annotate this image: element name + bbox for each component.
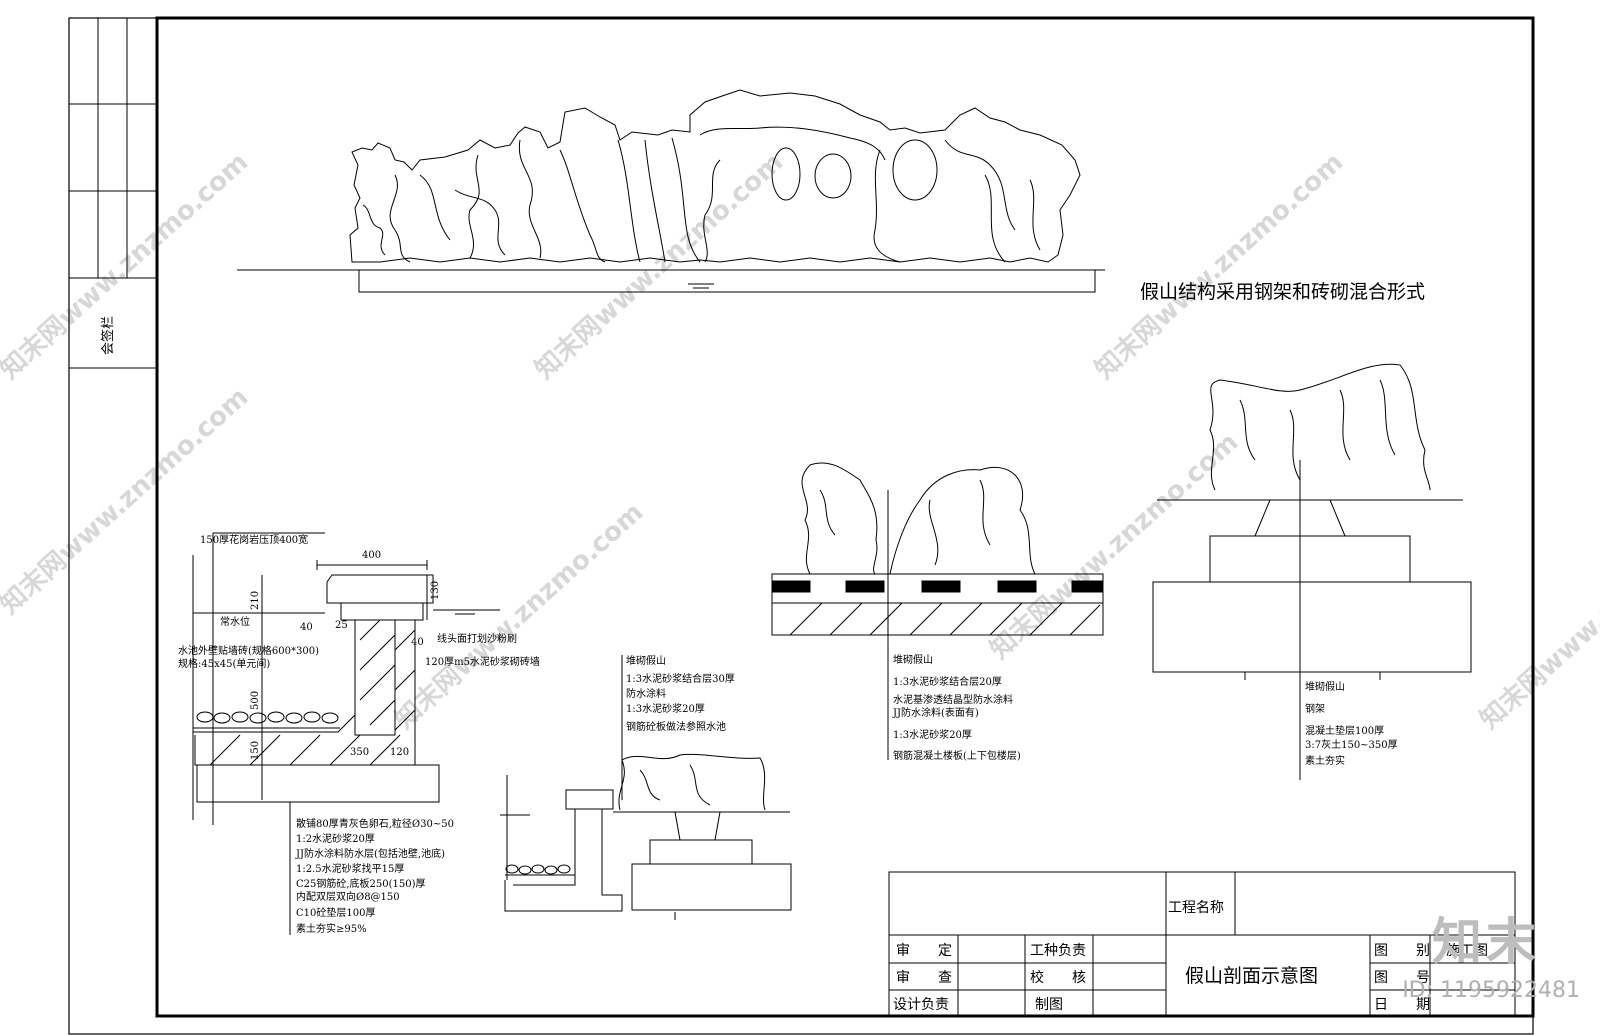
pool-section-texts: 150厚花岗岩压顶400宽 400 210 130 40 25 40 500 1… (178, 533, 540, 935)
layer-label: C25钢筋砼,底板250(150)厚 (296, 877, 426, 890)
row-mid: 校 核 (1030, 969, 1086, 986)
inner-frame (155, 16, 1535, 1018)
row-mid: 制图 (1035, 997, 1063, 1013)
layer-label: JJ防水涂料防水层(包括池壁,池底) (295, 847, 445, 860)
dim: 150 (250, 741, 261, 760)
side-label-1: 水池外壁贴墙砖(规格600*300) (178, 644, 319, 657)
right-label: 图 号 (1374, 970, 1430, 986)
pool-edge-section (192, 532, 500, 935)
water-level-label: 常水位 (220, 615, 250, 628)
layer-label: 散铺80厚青灰色卵石,粒径Ø30~50 (296, 817, 454, 830)
layer-label: 1:3水泥砂浆20厚 (893, 728, 972, 741)
dim: 120 (390, 747, 409, 758)
rockery-elevation (237, 89, 1105, 293)
layer-label: 1:2水泥砂浆20厚 (296, 832, 375, 845)
layer-label: JJ防水涂料(表面有) (892, 706, 979, 719)
dim: 210 (250, 591, 261, 610)
layer-label: 素土夯实 (1305, 754, 1345, 767)
row-mid: 工种负责 (1030, 943, 1086, 959)
brand-logo: 知末 (1432, 913, 1540, 971)
layer-label: 钢架 (1305, 702, 1325, 715)
image-id-label: ID: 1195922481 (1402, 978, 1580, 1003)
dim: 40 (411, 637, 424, 648)
wall-label: 120厚m5水泥砂浆砌砖墙 (425, 655, 540, 668)
layer-label: 水泥基渗透结晶型防水涂料 (893, 693, 1013, 706)
dim: 130 (430, 581, 441, 600)
layer-label: 混凝土垫层100厚 (1305, 724, 1384, 737)
dim: 25 (335, 620, 348, 631)
edge-label: 线头面打划沙粉刷 (437, 632, 517, 645)
pool-rockery-section (500, 655, 792, 920)
layer-label: 1:3水泥砂浆结合层30厚 (626, 672, 735, 685)
right-label: 图 别 (1374, 943, 1430, 959)
watermark-text: 知末网www.znzmo.com (530, 147, 790, 385)
watermark-text: 知末网www.znzmo.com (985, 427, 1245, 665)
sidebar-label: 会签栏 (100, 316, 116, 355)
signoff-column (69, 18, 157, 369)
watermark-text: 知末网www.znzmo.com (390, 497, 650, 735)
slab-rockery-section (771, 462, 1104, 760)
layer-label: 钢筋混凝土楼板(上下包楼层) (893, 749, 1021, 762)
side-label-2: 规格:45x45(单元间) (178, 657, 270, 670)
layer-label: C10砼垫层100厚 (296, 906, 375, 919)
slab-section-texts: 堆砌假山 1:3水泥砂浆结合层20厚 水泥基渗透结晶型防水涂料 JJ防水涂料(表… (892, 653, 1021, 762)
layer-label: 3:7灰土150~350厚 (1305, 738, 1398, 751)
drawing-type-value: 施工图 (1446, 943, 1488, 959)
layer-label: 1:2.5水泥砂浆找平15厚 (296, 862, 404, 875)
structure-note: 假山结构采用钢架和砖砌混合形式 (1140, 281, 1425, 303)
layer-label: 堆砌假山 (626, 654, 666, 667)
layer-label: 1:3水泥砂浆20厚 (626, 702, 705, 715)
title-block (888, 871, 1516, 1017)
right-label: 日 期 (1374, 997, 1430, 1013)
dim-width: 400 (362, 550, 381, 561)
footing-section-texts: 堆砌假山 钢架 混凝土垫层100厚 3:7灰土150~350厚 素土夯实 (1305, 680, 1398, 767)
layer-label: 素土夯实≥95% (296, 922, 367, 935)
layer-label: 1:3水泥砂浆结合层20厚 (893, 675, 1002, 688)
layer-label: 防水涂料 (626, 687, 666, 700)
dim: 500 (250, 691, 261, 710)
layer-label: 堆砌假山 (893, 653, 933, 666)
row-left: 审 查 (896, 970, 952, 986)
dim: 350 (350, 747, 369, 758)
project-name-label: 工程名称 (1168, 900, 1224, 916)
watermark-text: 知末网www.znzmo.com (1090, 147, 1350, 385)
dim: 40 (300, 622, 313, 633)
watermark-text: 知末网www.znzmo.com (1475, 497, 1600, 735)
watermark-text: 知末网www.znzmo.com (0, 382, 254, 620)
layer-label: 堆砌假山 (1305, 680, 1345, 693)
drawing-title: 假山剖面示意图 (1185, 965, 1318, 987)
mid-section-texts: 堆砌假山 1:3水泥砂浆结合层30厚 防水涂料 1:3水泥砂浆20厚 钢筋砼板做… (626, 654, 735, 733)
layer-label: 钢筋砼板做法参照水池 (626, 720, 726, 733)
footing-rockery-section (1152, 363, 1472, 780)
layer-label: 内配双层双向Ø8@150 (296, 890, 400, 903)
row-left: 设计负责 (893, 997, 949, 1013)
title-block-texts: 工程名称 假山剖面示意图 审 定 审 查 设计负责 工种负责 校 核 制图 图 … (893, 900, 1488, 1013)
row-left: 审 定 (896, 943, 952, 959)
coping-label: 150厚花岗岩压顶400宽 (200, 533, 308, 546)
